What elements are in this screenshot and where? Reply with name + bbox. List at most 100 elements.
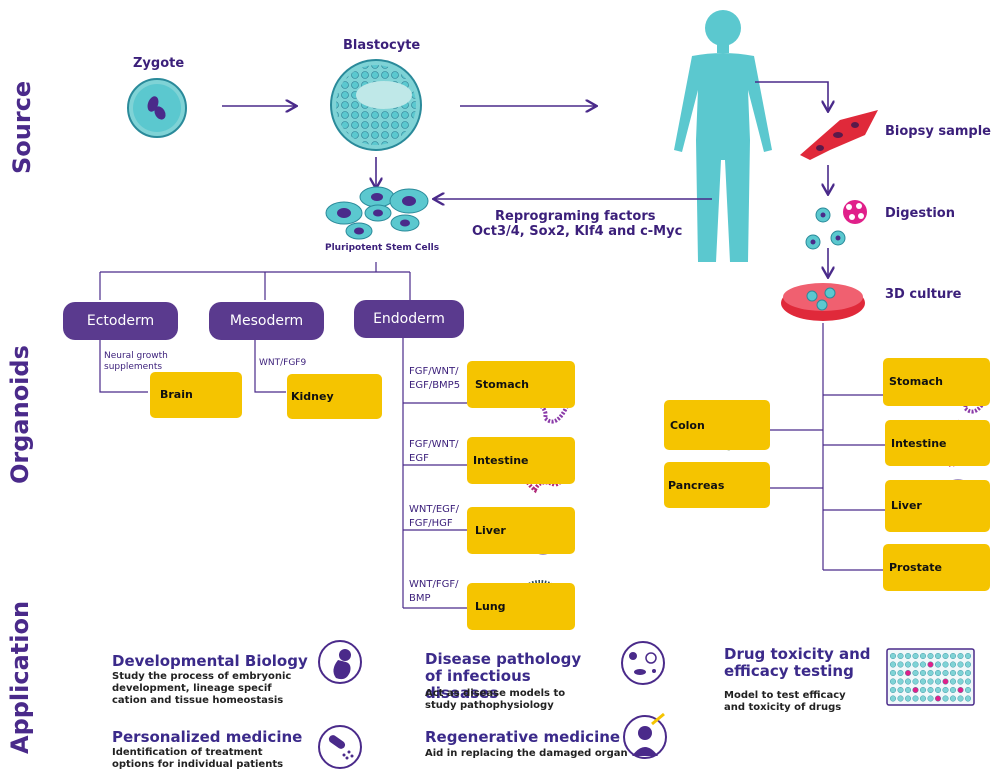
well <box>964 670 971 677</box>
colon-label: Colon <box>670 419 705 432</box>
well <box>957 652 964 659</box>
well <box>964 678 971 685</box>
well <box>957 670 964 677</box>
well <box>927 652 934 659</box>
brain-organoid-box: Brain <box>150 372 242 418</box>
well <box>912 670 919 677</box>
disease-title: Disease pathology of infectious diseases <box>425 650 582 702</box>
stem-cells <box>325 186 429 240</box>
pill-icon <box>318 725 362 769</box>
liver-organoid-box: Liver <box>467 507 575 554</box>
brain-label: Brain <box>160 388 193 401</box>
dev-bio-title: Developmental Biology <box>112 652 308 670</box>
well <box>905 652 912 659</box>
biopsy-tissue <box>800 110 878 160</box>
well <box>897 687 904 694</box>
culture-label: 3D culture <box>885 287 962 302</box>
regen-desc: Aid in replacing the damaged organ <box>425 748 628 759</box>
well <box>950 695 957 702</box>
well <box>897 661 904 668</box>
well <box>920 687 927 694</box>
well <box>950 687 957 694</box>
well <box>950 670 957 677</box>
well <box>957 695 964 702</box>
intestine-right-label: Intestine <box>891 437 947 450</box>
pers-med-title: Personalized medicine <box>112 728 303 746</box>
well <box>964 695 971 702</box>
well <box>890 678 896 685</box>
well <box>890 661 896 668</box>
well <box>905 670 912 677</box>
liver-label: Liver <box>475 524 506 537</box>
lung-label: Lung <box>475 600 506 613</box>
well <box>897 670 904 677</box>
well <box>942 687 949 694</box>
pancreas-organoid-box: Pancreas <box>664 462 770 508</box>
well <box>905 687 912 694</box>
pancreas-label: Pancreas <box>668 479 725 492</box>
blastocyte-cell <box>330 59 422 151</box>
well <box>890 652 896 659</box>
endoderm-box: Endoderm <box>354 300 464 338</box>
zygote-label: Zygote <box>133 56 185 71</box>
reprog-label-2: Oct3/4, Sox2, Klf4 and c-Myc <box>472 224 683 239</box>
liver-right-label: Liver <box>891 499 922 512</box>
mesoderm-box: Mesoderm <box>209 302 324 340</box>
well <box>935 687 942 694</box>
well <box>927 661 934 668</box>
well <box>905 661 912 668</box>
section-source: Source <box>8 80 36 174</box>
reprog-label-1: Reprograming factors <box>495 209 656 224</box>
well <box>957 678 964 685</box>
well <box>920 695 927 702</box>
digestion-label: Digestion <box>885 206 955 221</box>
well <box>935 670 942 677</box>
blastocyte-label: Blastocyte <box>343 38 421 53</box>
well <box>912 678 919 685</box>
well <box>935 678 942 685</box>
well <box>920 678 927 685</box>
stomach-organoid-box: Stomach <box>467 361 575 408</box>
liver-organoid-right-box: Liver <box>885 480 990 532</box>
kidney-factor: WNT/FGF9 <box>259 358 307 368</box>
well <box>920 661 927 668</box>
kidney-organoid-box: Kidney <box>287 374 382 419</box>
well <box>942 661 949 668</box>
well-plate-grid <box>890 652 971 702</box>
drug-desc: Model to test efficacy and toxicity of d… <box>724 690 846 713</box>
well <box>920 652 927 659</box>
well <box>942 670 949 677</box>
stomach-organoid-right-box: Stomach <box>883 358 990 406</box>
prostate-organoid-right-box: Prostate <box>883 544 990 591</box>
well <box>950 661 957 668</box>
liver-factor: WNT/EGF/ FGF/HGF <box>409 504 460 529</box>
culture-dish <box>781 283 865 321</box>
well <box>890 670 896 677</box>
drug-title: Drug toxicity and efficacy testing <box>724 645 871 680</box>
stomach-label: Stomach <box>475 378 529 391</box>
colon-organoid-box: Colon <box>664 400 770 450</box>
well <box>964 661 971 668</box>
well <box>935 695 942 702</box>
prostate-right-label: Prostate <box>889 561 942 574</box>
well <box>935 652 942 659</box>
intestine-organoid-right-box: Intestine <box>885 420 990 466</box>
embryo-icon <box>318 640 362 684</box>
well <box>897 695 904 702</box>
well <box>927 687 934 694</box>
well <box>950 652 957 659</box>
well <box>905 695 912 702</box>
section-application: Application <box>6 600 34 754</box>
intestine-organoid-box: Intestine <box>467 437 575 484</box>
section-organoids: Organoids <box>6 345 34 484</box>
brain-factor: Neural growth supplements <box>104 351 168 372</box>
pers-med-desc: Identification of treatment options for … <box>112 747 284 770</box>
well <box>964 652 971 659</box>
well <box>912 695 919 702</box>
well <box>897 678 904 685</box>
well <box>950 678 957 685</box>
stomach-right-label: Stomach <box>889 375 943 388</box>
disease-desc: Act as disease models to study pathophys… <box>425 688 566 711</box>
biopsy-label: Biopsy sample <box>885 124 991 139</box>
well <box>912 661 919 668</box>
